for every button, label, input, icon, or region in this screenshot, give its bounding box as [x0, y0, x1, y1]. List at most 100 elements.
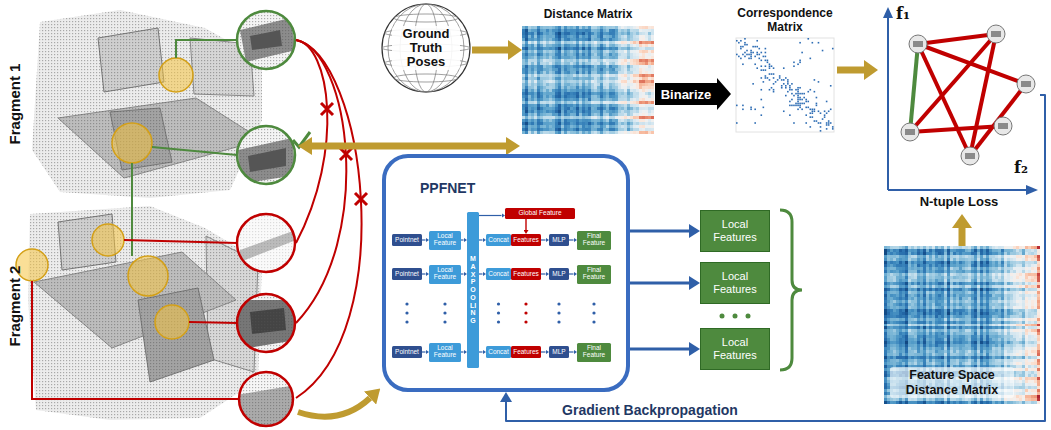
drawing-part: [557, 302, 560, 305]
block-label: Pointnet: [395, 237, 419, 244]
drawing-part: [564, 104, 567, 107]
drawing-part: [537, 74, 540, 77]
drawing-part: [549, 35, 552, 38]
drawing-part: [785, 85, 787, 87]
drawing-part: [522, 26, 525, 29]
drawing-part: [570, 116, 573, 119]
drawing-part: [588, 29, 591, 32]
drawing-part: [576, 86, 579, 89]
drawing-part: [585, 29, 588, 32]
drawing-part: [789, 87, 791, 89]
drawing-part: [561, 95, 564, 98]
drawing-part: [522, 119, 525, 122]
drawing-part: [651, 89, 654, 92]
drawing-part: [624, 59, 627, 62]
drawing-part: [525, 131, 528, 134]
drawing-part: [546, 83, 549, 86]
drawing-part: [648, 125, 651, 128]
drawing-part: [624, 47, 627, 50]
drawing-part: [585, 86, 588, 89]
drawing-part: [750, 107, 752, 109]
drawing-part: [998, 123, 1008, 129]
drawing-part: [621, 92, 624, 95]
drawing-part: [633, 122, 636, 125]
connector-arrow: [630, 282, 689, 285]
drawing-part: [615, 125, 618, 128]
drawing-part: [537, 104, 540, 107]
drawing-part: [888, 189, 1028, 191]
drawing-part: [769, 73, 771, 75]
drawing-part: [624, 41, 627, 44]
drawing-part: [603, 128, 606, 131]
drawing-part: [591, 128, 594, 131]
drawing-part: [528, 32, 531, 35]
drawing-part: [582, 71, 585, 74]
drawing-part: [639, 95, 642, 98]
drawing-part: [522, 74, 525, 77]
drawing-part: [612, 98, 615, 101]
drawing-part: [600, 110, 603, 113]
drawing-part: [531, 92, 534, 95]
drawing-part: [615, 119, 618, 122]
drawing-part: [793, 95, 795, 97]
drawing-part: [567, 92, 570, 95]
drawing-part: [648, 128, 651, 131]
drawing-part: [630, 122, 633, 125]
drawing-part: [624, 98, 627, 101]
drawing-part: [824, 110, 826, 112]
drawing-part: [525, 125, 528, 128]
drawing-part: [645, 47, 648, 50]
drawing-part: [824, 116, 826, 118]
drawing-part: [810, 112, 812, 114]
drawing-part: [546, 92, 549, 95]
drawing-part: [621, 128, 624, 131]
drawing-part: [756, 46, 758, 48]
drawing-part: [405, 311, 408, 314]
drawing-part: [525, 65, 528, 68]
drawing-part: [534, 32, 537, 35]
drawing-part: [540, 98, 543, 101]
drawing-part: [579, 65, 582, 68]
drawing-part: [801, 109, 803, 111]
drawing-part: [570, 44, 573, 47]
drawing-part: [591, 53, 594, 56]
drawing-part: [591, 71, 594, 74]
drawing-part: [531, 119, 534, 122]
drawing-part: [340, 148, 352, 160]
gold-double-arrow: [312, 143, 506, 150]
drawing-part: [558, 110, 561, 113]
drawing-part: [618, 83, 621, 86]
drawing-part: [531, 98, 534, 101]
drawing-part: [558, 41, 561, 44]
drawing-part: [540, 71, 543, 74]
drawing-part: [531, 89, 534, 92]
drawing-part: [621, 125, 624, 128]
drawing-part: [561, 62, 564, 65]
drawing-part: [528, 50, 531, 53]
drawing-part: [758, 58, 760, 60]
drawing-part: [534, 41, 537, 44]
drawing-part: [537, 101, 540, 104]
drawing-part: [543, 119, 546, 122]
drawing-part: [636, 44, 639, 47]
drawing-part: [820, 122, 822, 124]
drawing-part: [648, 110, 651, 113]
drawing-part: [609, 98, 612, 101]
drawing-part: [591, 86, 594, 89]
drawing-part: [621, 26, 624, 29]
drawing-part: [558, 131, 561, 134]
drawing-part: [630, 89, 633, 92]
drawing-part: [793, 65, 795, 67]
drawing-part: [522, 41, 525, 44]
drawing-part: [522, 125, 525, 128]
drawing-part: [534, 77, 537, 80]
drawing-part: [522, 80, 525, 83]
drawing-part: [564, 68, 567, 71]
drawing-part: [588, 38, 591, 41]
drawing-part: [600, 128, 603, 131]
drawing-part: [567, 29, 570, 32]
drawing-part: [639, 113, 642, 116]
drawing-part: [546, 107, 549, 110]
drawing-part: [787, 91, 789, 93]
drawing-part: [549, 62, 552, 65]
